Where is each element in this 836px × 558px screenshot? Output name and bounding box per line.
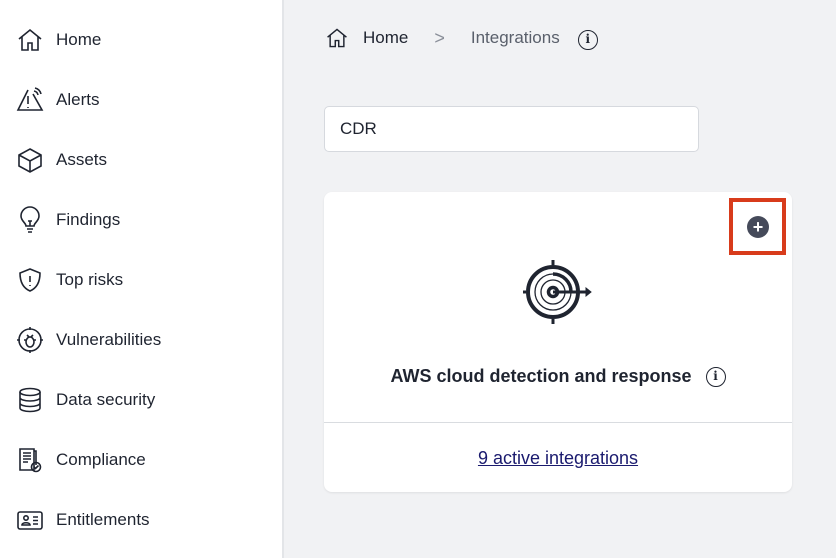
- compliance-icon: [19, 448, 42, 473]
- sidebar-item-home[interactable]: Home: [16, 25, 101, 55]
- info-icon[interactable]: i: [705, 366, 726, 387]
- breadcrumb-home[interactable]: Home: [363, 28, 409, 47]
- breadcrumb: Home > Integrations i: [325, 26, 598, 50]
- home-icon: [18, 28, 42, 51]
- shield-alert-icon: [19, 268, 41, 292]
- info-icon[interactable]: i: [577, 30, 598, 50]
- home-icon: [327, 28, 347, 48]
- breadcrumb-current: Integrations: [470, 28, 560, 47]
- highlight-box: +: [729, 198, 786, 255]
- radar-icon: [523, 260, 592, 324]
- cube-icon: [18, 148, 42, 173]
- sidebar-item-alerts[interactable]: Alerts: [16, 85, 99, 115]
- id-card-icon: [17, 511, 43, 530]
- integration-card: + AWS cloud detection and response i 9 ac…: [324, 192, 792, 492]
- divider: [324, 422, 792, 423]
- sidebar-item-entitlements[interactable]: Entitlements: [16, 505, 150, 535]
- sidebar-item-top-risks[interactable]: Top risks: [16, 265, 123, 295]
- sidebar: Home Alerts Assets Findings Top risks Vu…: [0, 0, 284, 558]
- search-input[interactable]: [324, 106, 699, 152]
- alert-icon: [16, 87, 44, 111]
- breadcrumb-separator: >: [434, 27, 445, 48]
- lightbulb-icon: [20, 206, 40, 233]
- sidebar-item-findings[interactable]: Findings: [16, 205, 120, 235]
- bug-icon: [17, 327, 43, 353]
- sidebar-item-data-security[interactable]: Data security: [16, 385, 155, 415]
- card-title: AWS cloud detection and response: [390, 366, 692, 386]
- active-integrations-link[interactable]: 9 active integrations: [477, 448, 639, 468]
- add-integration-button[interactable]: +: [747, 216, 769, 238]
- sidebar-item-vulnerabilities[interactable]: Vulnerabilities: [16, 325, 161, 355]
- sidebar-item-compliance[interactable]: Compliance: [16, 445, 146, 475]
- sidebar-item-assets[interactable]: Assets: [16, 145, 107, 175]
- database-icon: [19, 387, 41, 413]
